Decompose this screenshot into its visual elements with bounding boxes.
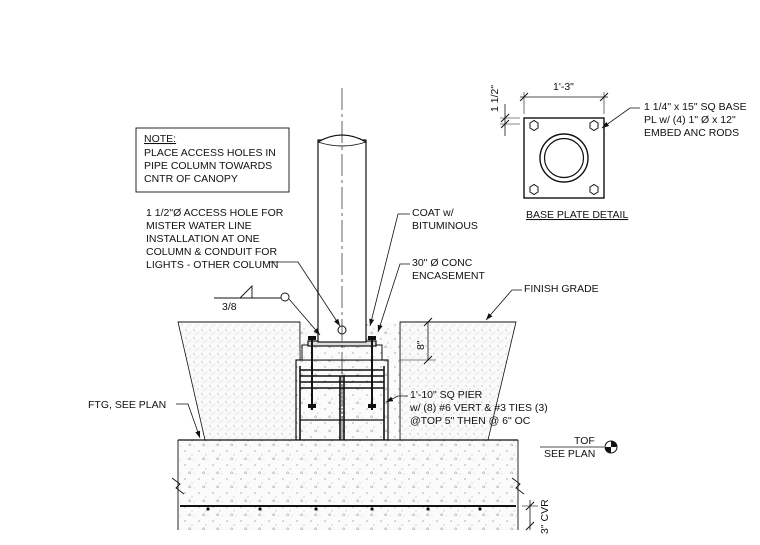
note-box — [135, 127, 290, 193]
coat-line-1: COAT w/ — [412, 207, 454, 219]
note-line-2: PIPE COLUMN TOWARDS — [144, 160, 272, 172]
elevation-target-icon — [604, 440, 618, 454]
tof-label: TOF — [574, 435, 595, 447]
coat-line-2: BITUMINOUS — [412, 220, 478, 232]
pier-line-1: 1'-10" SQ PIER — [410, 389, 483, 401]
base-plate-thickness: 1 1/2" — [489, 85, 501, 112]
tof-see-plan: SEE PLAN — [544, 448, 595, 460]
footing-label: FTG, SEE PLAN — [88, 399, 166, 411]
access-hole-leader — [270, 261, 341, 327]
finish-grade-leader — [485, 289, 522, 321]
note-heading: NOTE: — [144, 133, 176, 145]
base-plate-callout-3: EMBED ANC RODS — [644, 127, 739, 139]
weld-symbol — [214, 284, 321, 336]
base-plate-title: BASE PLATE DETAIL — [526, 209, 628, 221]
note-line-3: CNTR OF CANOPY — [144, 173, 238, 185]
cover-value: 3" CVR — [539, 499, 551, 534]
note-line-1: PLACE ACCESS HOLES IN — [144, 147, 276, 159]
finish-grade-label: FINISH GRADE — [524, 283, 599, 295]
access-hole-line-3: INSTALLATION AT ONE — [146, 233, 260, 245]
pier-leader — [385, 395, 408, 403]
encasement-line-2: ENCASEMENT — [412, 270, 486, 282]
footing-leader — [176, 403, 201, 439]
footing — [171, 439, 525, 530]
pier-height-value: 8" — [415, 340, 427, 350]
access-hole-line-5: LIGHTS - OTHER COLUMN — [146, 259, 278, 271]
base-plate-width: 1'-3" — [553, 81, 574, 93]
access-hole-line-4: COLUMN & CONDUIT FOR — [146, 246, 277, 258]
encasement-line-1: 30" Ø CONC — [412, 257, 473, 269]
pier-line-3: @TOP 5" THEN @ 6" OC — [410, 415, 531, 427]
access-hole-line-1: 1 1/2"Ø ACCESS HOLE FOR — [146, 207, 284, 219]
weld-size: 3/8 — [222, 301, 237, 313]
coat-leader — [369, 213, 410, 327]
pier-line-2: w/ (8) #6 VERT & #3 TIES (3) — [409, 402, 548, 414]
base-plate-callout-2: PL w/ (4) 1" Ø x 12" — [644, 114, 736, 126]
cover-dimension — [522, 500, 538, 531]
access-hole-line-2: MISTER WATER LINE — [146, 220, 252, 232]
pier-height-dimension — [400, 317, 436, 365]
encasement-leader — [377, 263, 410, 333]
base-plate-callout-1: 1 1/4" x 15" SQ BASE — [644, 101, 747, 113]
base-plate-detail — [500, 92, 640, 199]
